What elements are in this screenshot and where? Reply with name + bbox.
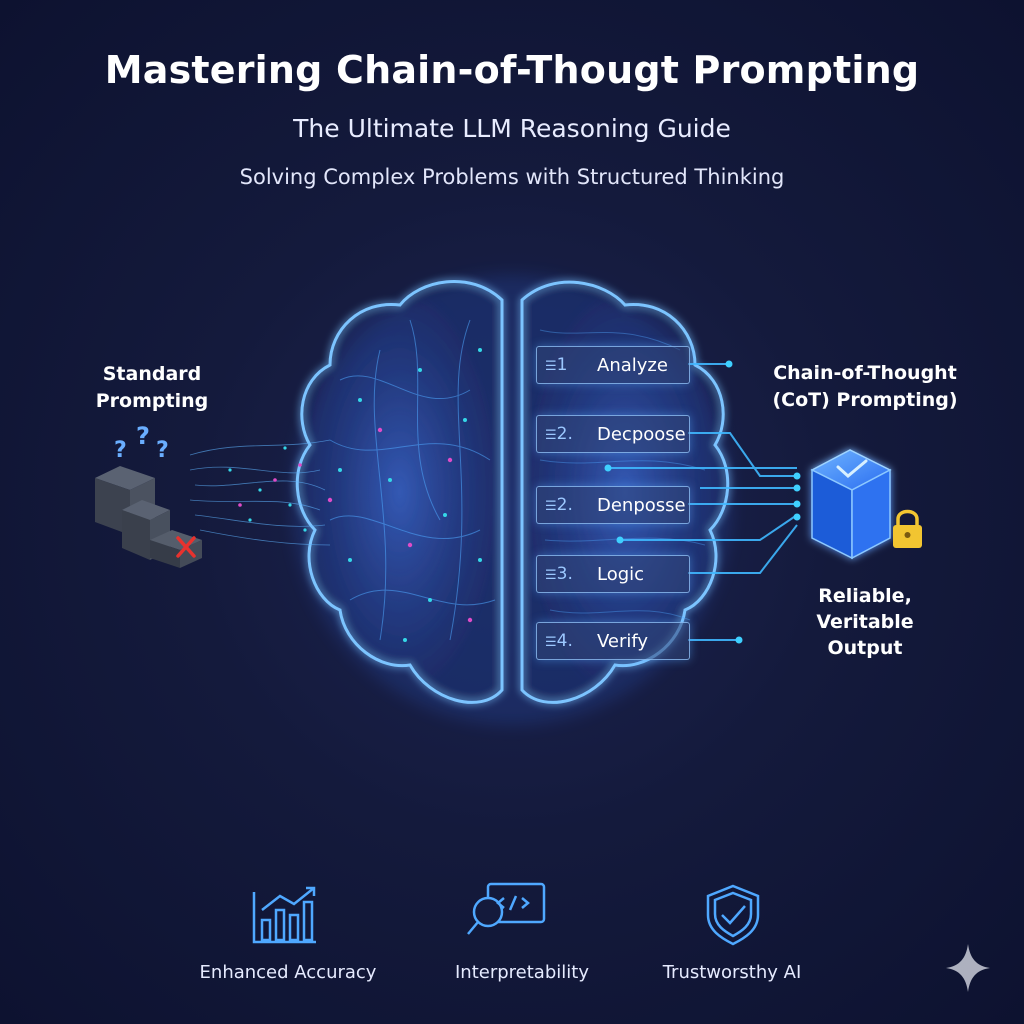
step-verify: ☰4. Verify	[536, 622, 690, 660]
step-number: ☰2.	[545, 424, 573, 444]
output-label: Reliable, Veritable Output	[816, 585, 914, 659]
page-title: Mastering Chain-of-Thougt Prompting	[104, 48, 920, 92]
step-name: Verify	[597, 630, 649, 652]
question-marks: ??? ? ? ?	[114, 422, 169, 463]
input-particle-stream	[189, 439, 331, 546]
red-x-icon	[176, 536, 196, 558]
step-name: Analyze	[597, 354, 668, 376]
step-name: Logic	[597, 563, 645, 585]
step-logic: ☰3. Logic	[536, 555, 690, 593]
step-name: Decpoose	[597, 423, 686, 445]
feature-trustworthy-label: Trustworsthy AI	[662, 962, 802, 983]
output-cube	[810, 449, 892, 560]
cot-prompting-label: Chain-of-Thought (CoT) Prompting)	[772, 362, 958, 411]
code-magnifier-icon	[467, 882, 546, 935]
step-number: ☰3.	[545, 564, 573, 584]
standard-prompting-label: Standard Prompting	[95, 363, 209, 412]
standard-prompt-cubes	[95, 466, 202, 568]
sparkle-icon	[946, 944, 990, 992]
shield-check-icon	[706, 884, 760, 946]
step-decompose: ☰2. Decpoose	[536, 415, 690, 453]
step-number: ☰2.	[545, 495, 573, 515]
input-particles	[228, 446, 307, 532]
step-connectors	[608, 363, 798, 641]
step-analyze: ☰1 Analyze	[536, 346, 690, 384]
step-decompose-2: ☰2. Denposse	[536, 486, 690, 524]
checkmark-icon	[836, 459, 868, 478]
bar-chart-icon	[252, 886, 316, 944]
step-name: Denposse	[597, 494, 686, 516]
page-subtitle: The Ultimate LLM Reasoning Guide	[293, 114, 731, 143]
lock-icon	[893, 509, 922, 548]
left-hemisphere	[295, 280, 504, 704]
page-tagline: Solving Complex Problems with Structured…	[239, 165, 785, 189]
step-number: ☰4.	[545, 631, 573, 651]
feature-accuracy-label: Enhanced Accuracy	[199, 962, 377, 983]
feature-interpretability-label: Interpretability	[455, 962, 589, 983]
step-number: ☰1	[545, 355, 568, 375]
